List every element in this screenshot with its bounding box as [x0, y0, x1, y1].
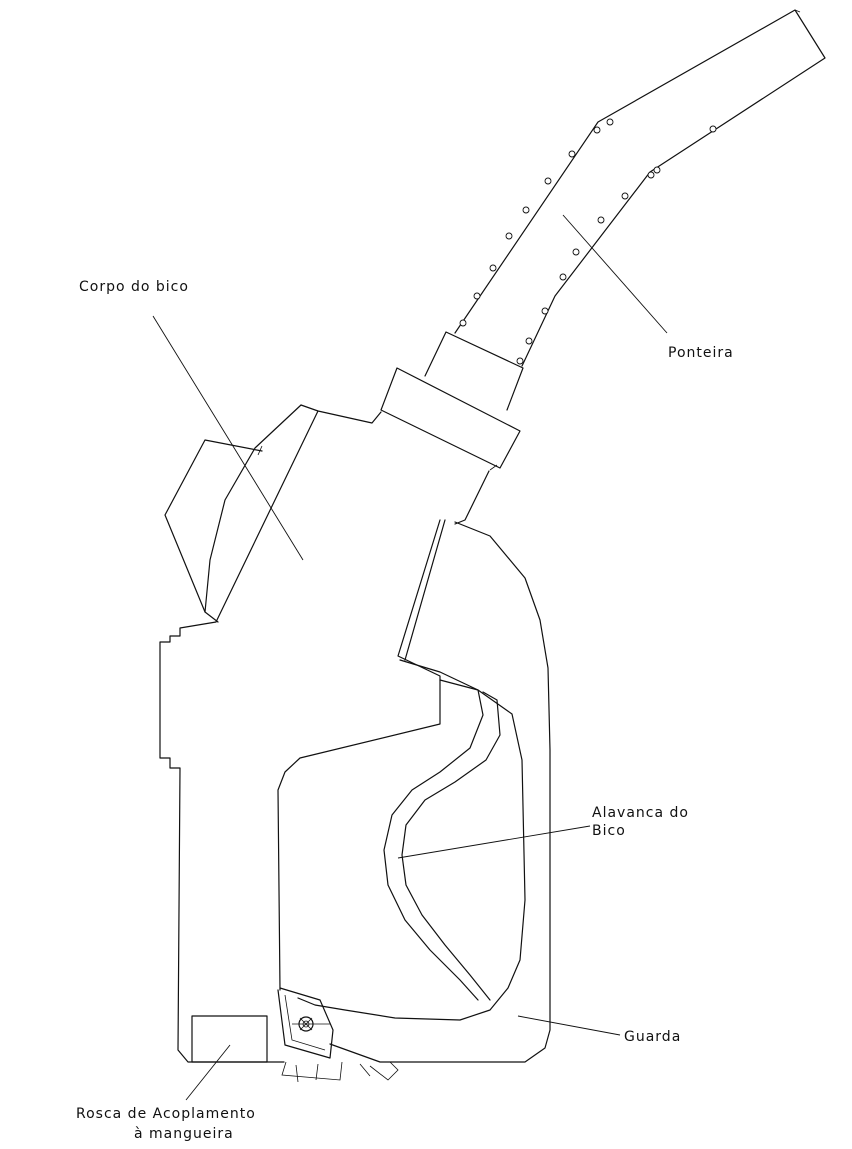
spout [454, 9, 826, 367]
labels: Corpo do bico Ponteira Alavanca do Bico … [76, 279, 734, 1142]
hose-coupling-thread [191, 1015, 268, 1063]
label-ponteira: Ponteira [668, 345, 734, 361]
nozzle-body [159, 404, 490, 1063]
spout-bolts [459, 118, 717, 365]
label-alavanca-line2: Bico [592, 823, 626, 839]
leader-ponteira [562, 214, 668, 334]
leader-guarda [517, 1015, 621, 1036]
pivot-mechanism [277, 987, 399, 1083]
leader-alavanca [397, 825, 591, 859]
leader-rosca [185, 1044, 231, 1101]
spout-collar [380, 331, 524, 471]
leader-lines [152, 214, 668, 1101]
leader-corpo [152, 315, 304, 561]
label-alavanca-line1: Alavanca do [592, 805, 689, 821]
label-rosca-line2: à mangueira [134, 1126, 234, 1142]
label-corpo: Corpo do bico [79, 279, 189, 295]
lever [383, 679, 501, 1001]
guard [297, 521, 551, 1063]
label-guarda: Guarda [624, 1029, 681, 1045]
label-rosca-line1: Rosca de Acoplamento [76, 1106, 256, 1122]
